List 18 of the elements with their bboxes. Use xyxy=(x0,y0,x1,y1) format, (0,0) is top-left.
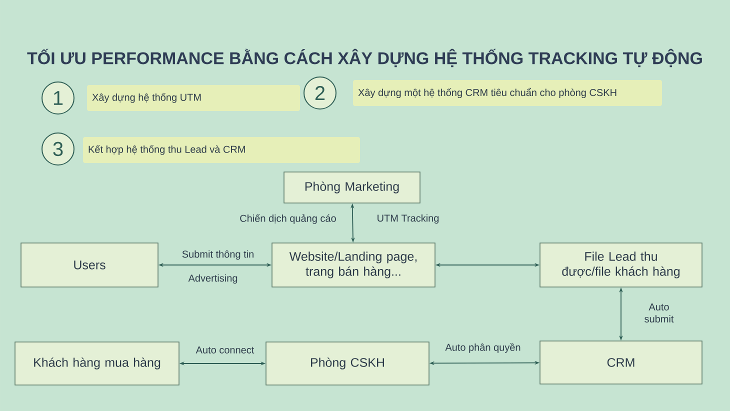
process-box: File Lead thu được/file khách hàng xyxy=(540,242,702,288)
step-band: Kết hợp hệ thống thu Lead và CRM xyxy=(83,137,360,163)
process-box: Website/Landing page, trang bán hàng... xyxy=(272,242,436,288)
edge-label: Auto phân quyền xyxy=(445,343,520,353)
step-band: Xây dựng một hệ thống CRM tiêu chuẩn cho phòng CSKH xyxy=(353,80,662,106)
process-box: Phòng CSKH xyxy=(266,342,430,386)
process-box: Khách hàng mua hàng xyxy=(14,342,180,386)
edge-label: Chiến dịch quảng cáo xyxy=(240,214,336,224)
edge-label: Auto submit xyxy=(644,304,674,322)
title: TỐI ƯU PERFORMANCE BẰNG CÁCH XÂY DỰNG HỆ THỐNG TRACKING TỰ ĐỘNG xyxy=(27,48,702,68)
line-note: Advertising xyxy=(188,274,238,284)
line-note: UTM Tracking xyxy=(378,214,439,224)
process-box: Users xyxy=(20,242,158,288)
step-band: Xây dựng hệ thống UTM xyxy=(87,85,300,111)
process-box: Phòng Marketing xyxy=(284,172,420,204)
process-box: CRM xyxy=(540,340,702,384)
edge-label: Auto connect xyxy=(196,346,254,354)
edge-label: Submit thông tin xyxy=(182,250,254,260)
